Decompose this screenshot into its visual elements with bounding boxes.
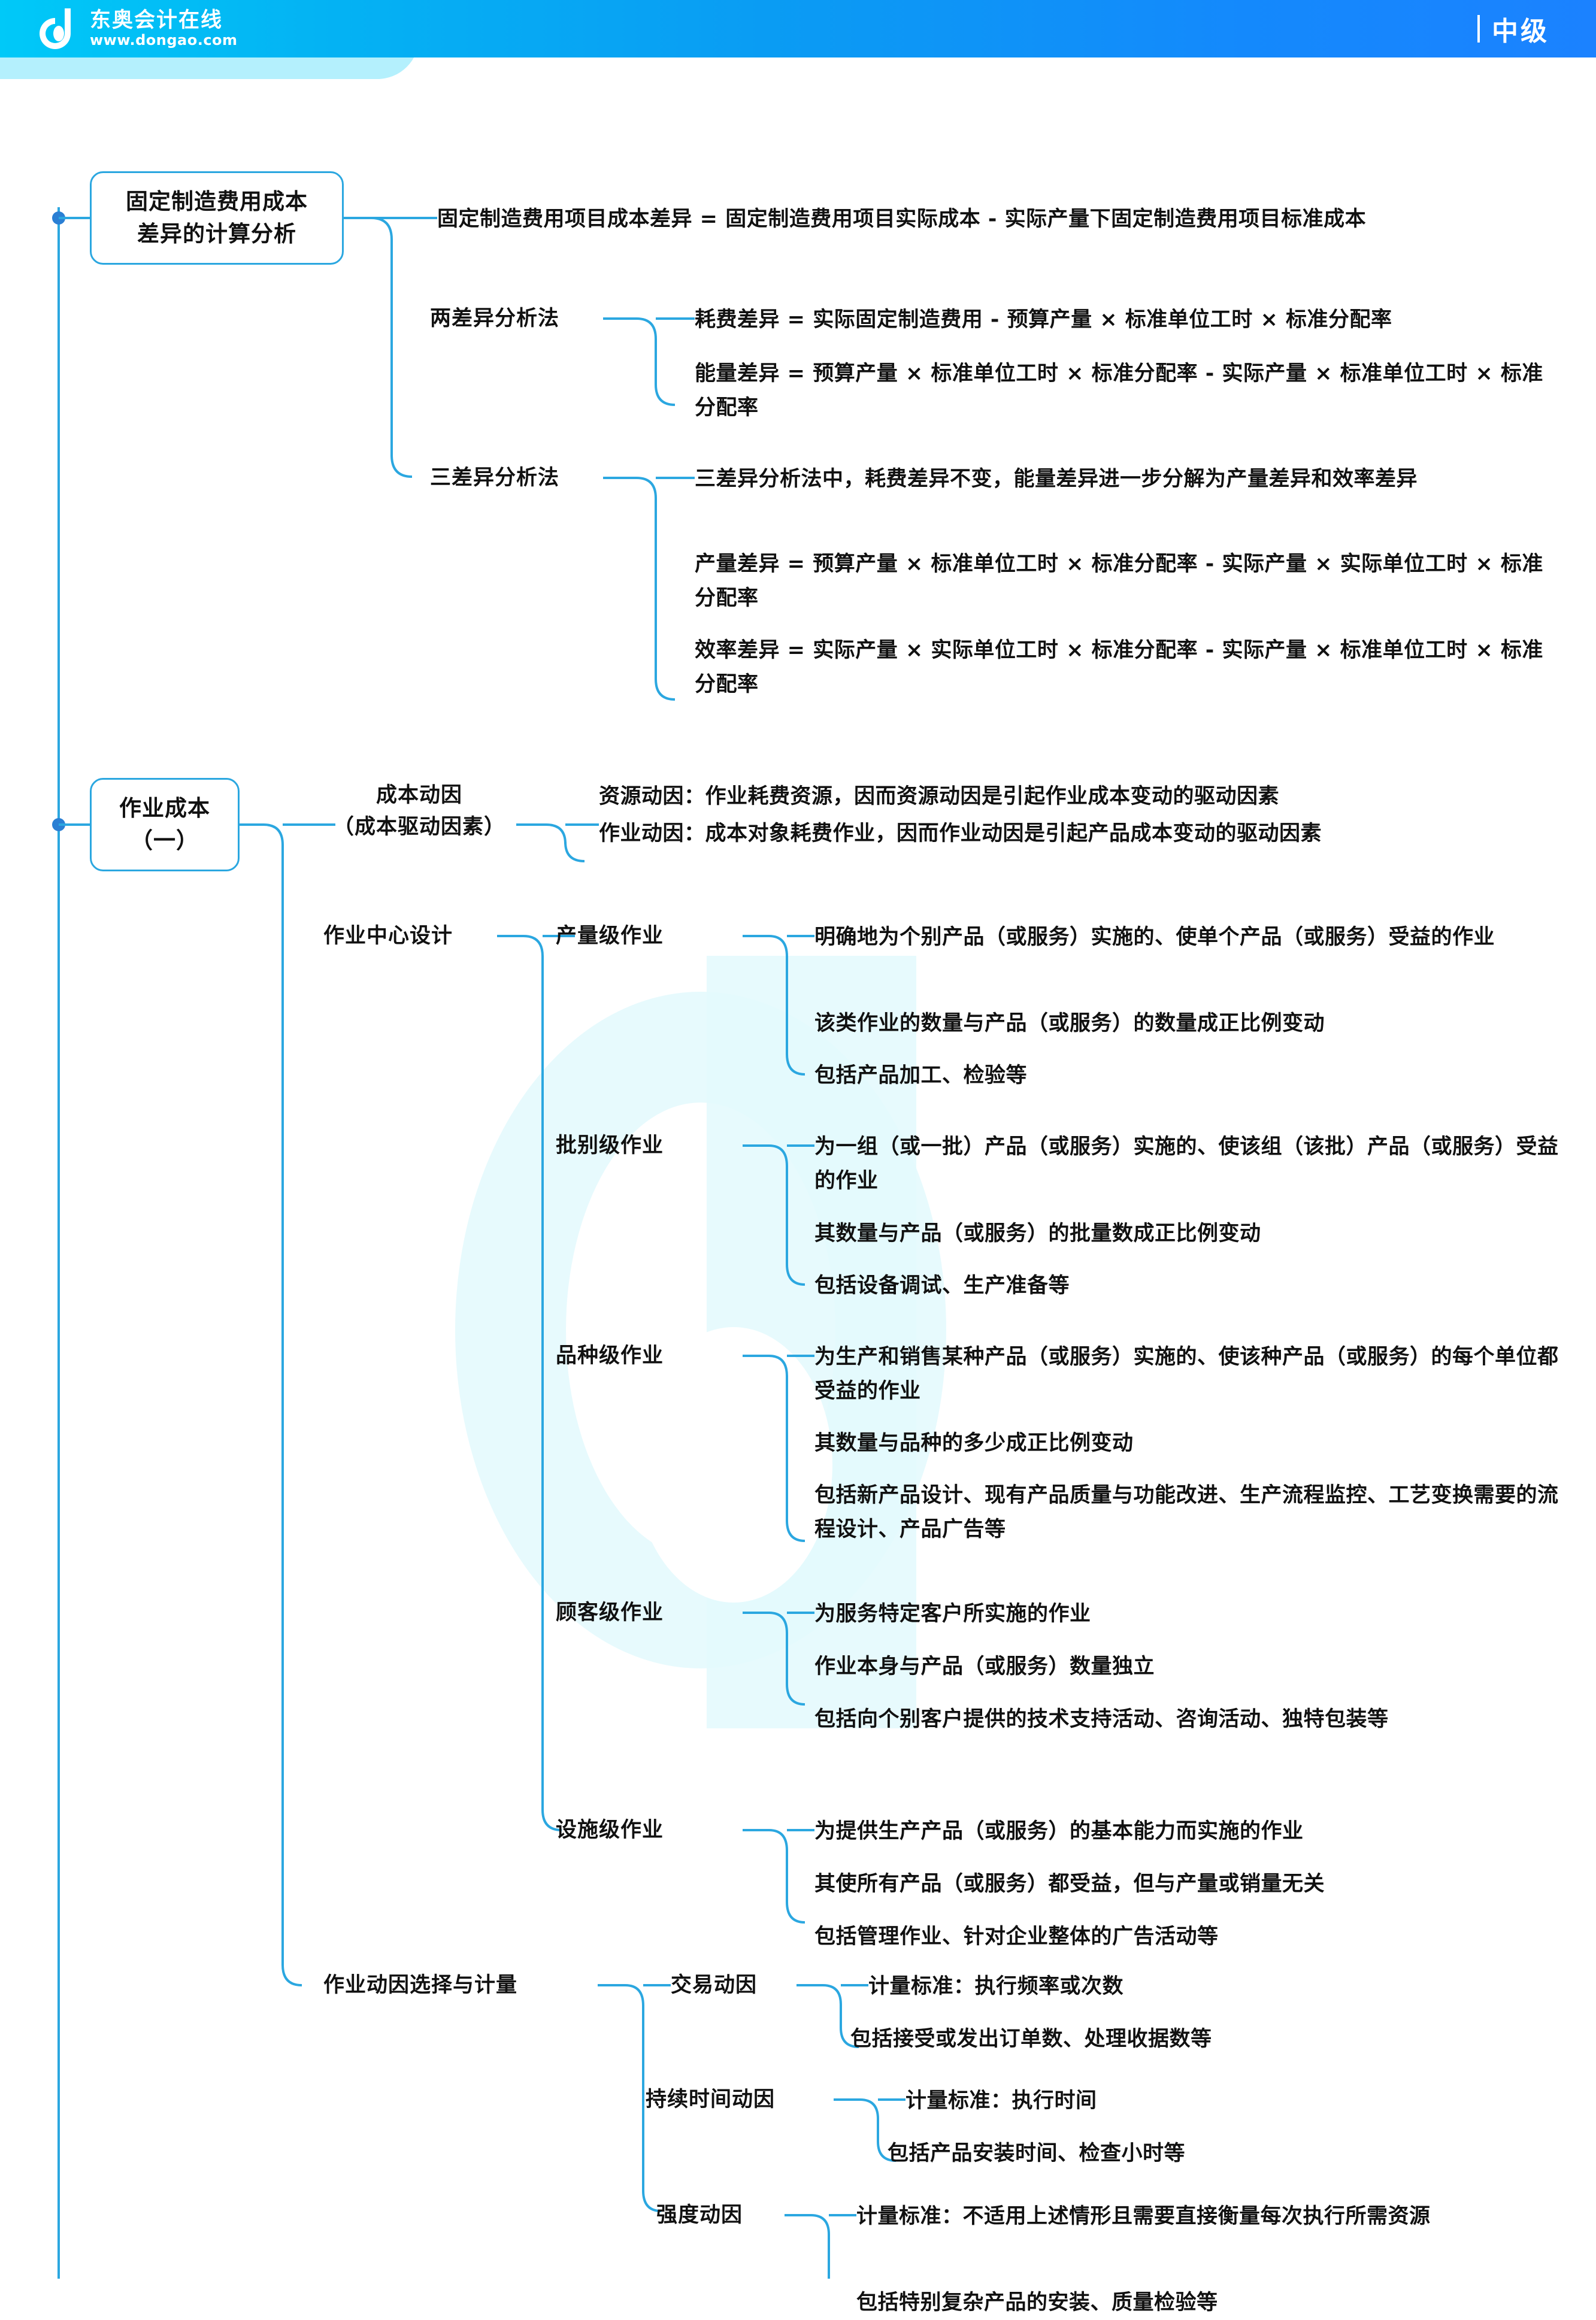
exam-level-label: 中级: [1492, 16, 1549, 47]
root-node-activity-based-costing[interactable]: 作业成本 （一）: [90, 778, 240, 871]
node-cost-driver-line2: （成本驱动因素）: [332, 814, 505, 839]
header-gradient-band: [0, 0, 1596, 57]
leaf-duration-driver-examples: 包括产品安装时间、检查小时等: [888, 2142, 1186, 2165]
leaf-transaction-driver-examples: 包括接受或发出订单数、处理收据数等: [850, 2027, 1212, 2051]
leaf-capacity-variance: 能量差异 = 预算产量 × 标准单位工时 × 标准分配率 - 实际产量 × 标准…: [695, 362, 1543, 420]
leaf-fixed-overhead-formula: 固定制造费用项目成本差异 = 固定制造费用项目实际成本 - 实际产量下固定制造费…: [437, 207, 1367, 231]
dongao-logo-icon: [35, 6, 80, 52]
leaf-facility-level-examples: 包括管理作业、针对企业整体的广告活动等: [814, 1925, 1219, 1949]
node-customer-level-activity[interactable]: 顾客级作业: [556, 1601, 664, 1625]
mindmap-canvas: 固定制造费用成本 差异的计算分析 固定制造费用项目成本差异 = 固定制造费用项目…: [0, 57, 1596, 2315]
node-transaction-driver[interactable]: 交易动因: [671, 1973, 758, 1997]
root-title-line1: 固定制造费用成本: [126, 189, 308, 215]
node-activity-driver-selection[interactable]: 作业动因选择与计量: [323, 1973, 518, 1997]
node-cost-driver[interactable]: 成本动因 （成本驱动因素）: [317, 780, 521, 843]
leaf-duration-driver-standard: 计量标准：执行时间: [905, 2089, 1097, 2113]
brand-url: www.dongao.com: [90, 31, 238, 49]
leaf-customer-level-def: 为服务特定客户所实施的作业: [814, 1602, 1091, 1626]
leaf-three-variance-intro: 三差异分析法中，耗费差异不变，能量差异进一步分解为产量差异和效率差异: [695, 467, 1418, 491]
node-duration-driver[interactable]: 持续时间动因: [646, 2088, 776, 2112]
leaf-intensity-driver-examples: 包括特别复杂产品的安装、质量检验等: [856, 2291, 1218, 2315]
brand-logo[interactable]: 东奥会计在线 www.dongao.com: [35, 6, 238, 52]
node-activity-center-design[interactable]: 作业中心设计: [323, 924, 453, 948]
root-title-line1: 作业成本: [119, 795, 210, 822]
leaf-customer-level-examples: 包括向个别客户提供的技术支持活动、咨询活动、独特包装等: [814, 1707, 1389, 1731]
node-unit-level-activity[interactable]: 产量级作业: [556, 924, 664, 948]
page-header: 东奥会计在线 www.dongao.com 中级: [0, 0, 1596, 79]
root-title-line2: 差异的计算分析: [137, 221, 296, 247]
node-product-level-activity[interactable]: 品种级作业: [556, 1344, 664, 1368]
leaf-volume-variance: 产量差异 = 预算产量 × 标准单位工时 × 标准分配率 - 实际产量 × 实际…: [695, 552, 1543, 610]
root-node-fixed-overhead-variance[interactable]: 固定制造费用成本 差异的计算分析: [90, 171, 344, 265]
leaf-product-level-examples: 包括新产品设计、现有产品质量与功能改进、生产流程监控、工艺变换需要的流程设计、产…: [814, 1483, 1559, 1541]
leaf-customer-level-independence: 作业本身与产品（或服务）数量独立: [814, 1655, 1155, 1679]
brand-name-cn: 东奥会计在线: [90, 8, 223, 33]
leaf-batch-level-def: 为一组（或一批）产品（或服务）实施的、使该组（该批）产品（或服务）受益的作业: [814, 1135, 1559, 1193]
leaf-facility-level-def: 为提供生产产品（或服务）的基本能力而实施的作业: [814, 1819, 1304, 1843]
header-level-group: 中级: [1477, 10, 1549, 48]
leaf-unit-level-proportion: 该类作业的数量与产品（或服务）的数量成正比例变动: [814, 1011, 1325, 1035]
root-title-line2: （一）: [131, 828, 199, 853]
header-divider-icon: [1477, 15, 1480, 43]
node-two-variance-method[interactable]: 两差异分析法: [430, 307, 560, 331]
leaf-transaction-driver-standard: 计量标准：执行频率或次数: [868, 1974, 1124, 1998]
leaf-resource-driver: 资源动因：作业耗费资源，因而资源动因是引起作业成本变动的驱动因素: [599, 785, 1280, 808]
node-facility-level-activity[interactable]: 设施级作业: [556, 1818, 664, 1842]
leaf-batch-level-proportion: 其数量与产品（或服务）的批量数成正比例变动: [814, 1222, 1261, 1246]
leaf-intensity-driver-standard: 计量标准：不适用上述情形且需要直接衡量每次执行所需资源: [856, 2204, 1431, 2228]
leaf-unit-level-def: 明确地为个别产品（或服务）实施的、使单个产品（或服务）受益的作业: [814, 925, 1495, 949]
leaf-product-level-proportion: 其数量与品种的多少成正比例变动: [814, 1431, 1134, 1455]
leaf-batch-level-examples: 包括设备调试、生产准备等: [814, 1274, 1070, 1298]
node-cost-driver-line1: 成本动因: [375, 783, 462, 807]
node-batch-level-activity[interactable]: 批别级作业: [556, 1134, 664, 1158]
node-intensity-driver[interactable]: 强度动因: [656, 2203, 743, 2227]
leaf-efficiency-variance: 效率差异 = 实际产量 × 实际单位工时 × 标准分配率 - 实际产量 × 标准…: [695, 638, 1543, 696]
leaf-activity-driver: 作业动因：成本对象耗费作业，因而作业动因是引起产品成本变动的驱动因素: [599, 822, 1322, 846]
leaf-spending-variance: 耗费差异 = 实际固定制造费用 - 预算产量 × 标准单位工时 × 标准分配率: [695, 308, 1392, 332]
leaf-product-level-def: 为生产和销售某种产品（或服务）实施的、使该种产品（或服务）的每个单位都受益的作业: [814, 1345, 1559, 1403]
leaf-facility-level-benefit: 其使所有产品（或服务）都受益，但与产量或销量无关: [814, 1872, 1325, 1896]
leaf-unit-level-examples: 包括产品加工、检验等: [814, 1064, 1028, 1088]
node-three-variance-method[interactable]: 三差异分析法: [430, 466, 560, 490]
